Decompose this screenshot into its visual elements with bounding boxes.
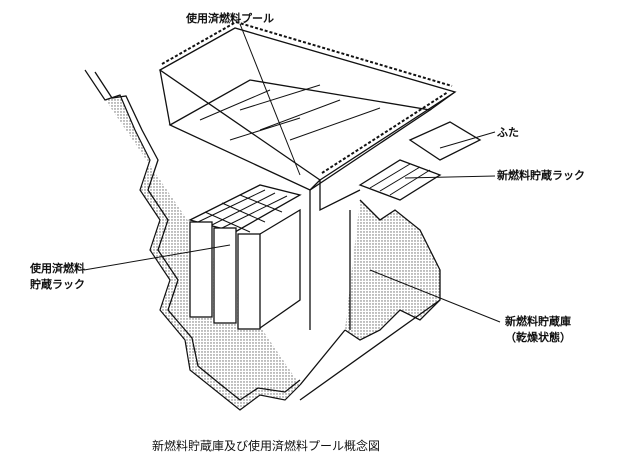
pool-rim [158,27,457,181]
label-spent-fuel-rack-2: 貯蔵ラック [30,278,85,291]
leader-spent-fuel-rack [83,244,231,271]
left-wall-inner [94,71,301,401]
label-spent-fuel-rack-1: 使用済燃料 [30,262,85,275]
leader-lid [439,131,496,149]
label-new-fuel-storage-1: 新燃料貯蔵庫 [505,315,571,328]
label-spent-fuel-pool: 使用済燃料プール [186,12,274,25]
pool-railing [161,20,453,87]
label-new-fuel-rack: 新燃料貯蔵ラック [497,169,585,182]
leader-spent-fuel-pool [239,23,301,176]
leader-new-fuel-storage [369,269,501,323]
label-new-fuel-storage-2: （乾燥状態） [505,331,571,344]
new-fuel-storage-wall [344,199,441,341]
spent-fuel-rack [188,184,302,330]
water-ripples [199,84,381,141]
leader-new-fuel-rack [404,175,496,179]
label-lid: ふた [497,126,519,139]
new-fuel-rack [358,159,442,201]
lid [408,121,482,161]
figure-caption: 新燃料貯蔵庫及び使用済燃料プール概念図 [152,439,381,453]
